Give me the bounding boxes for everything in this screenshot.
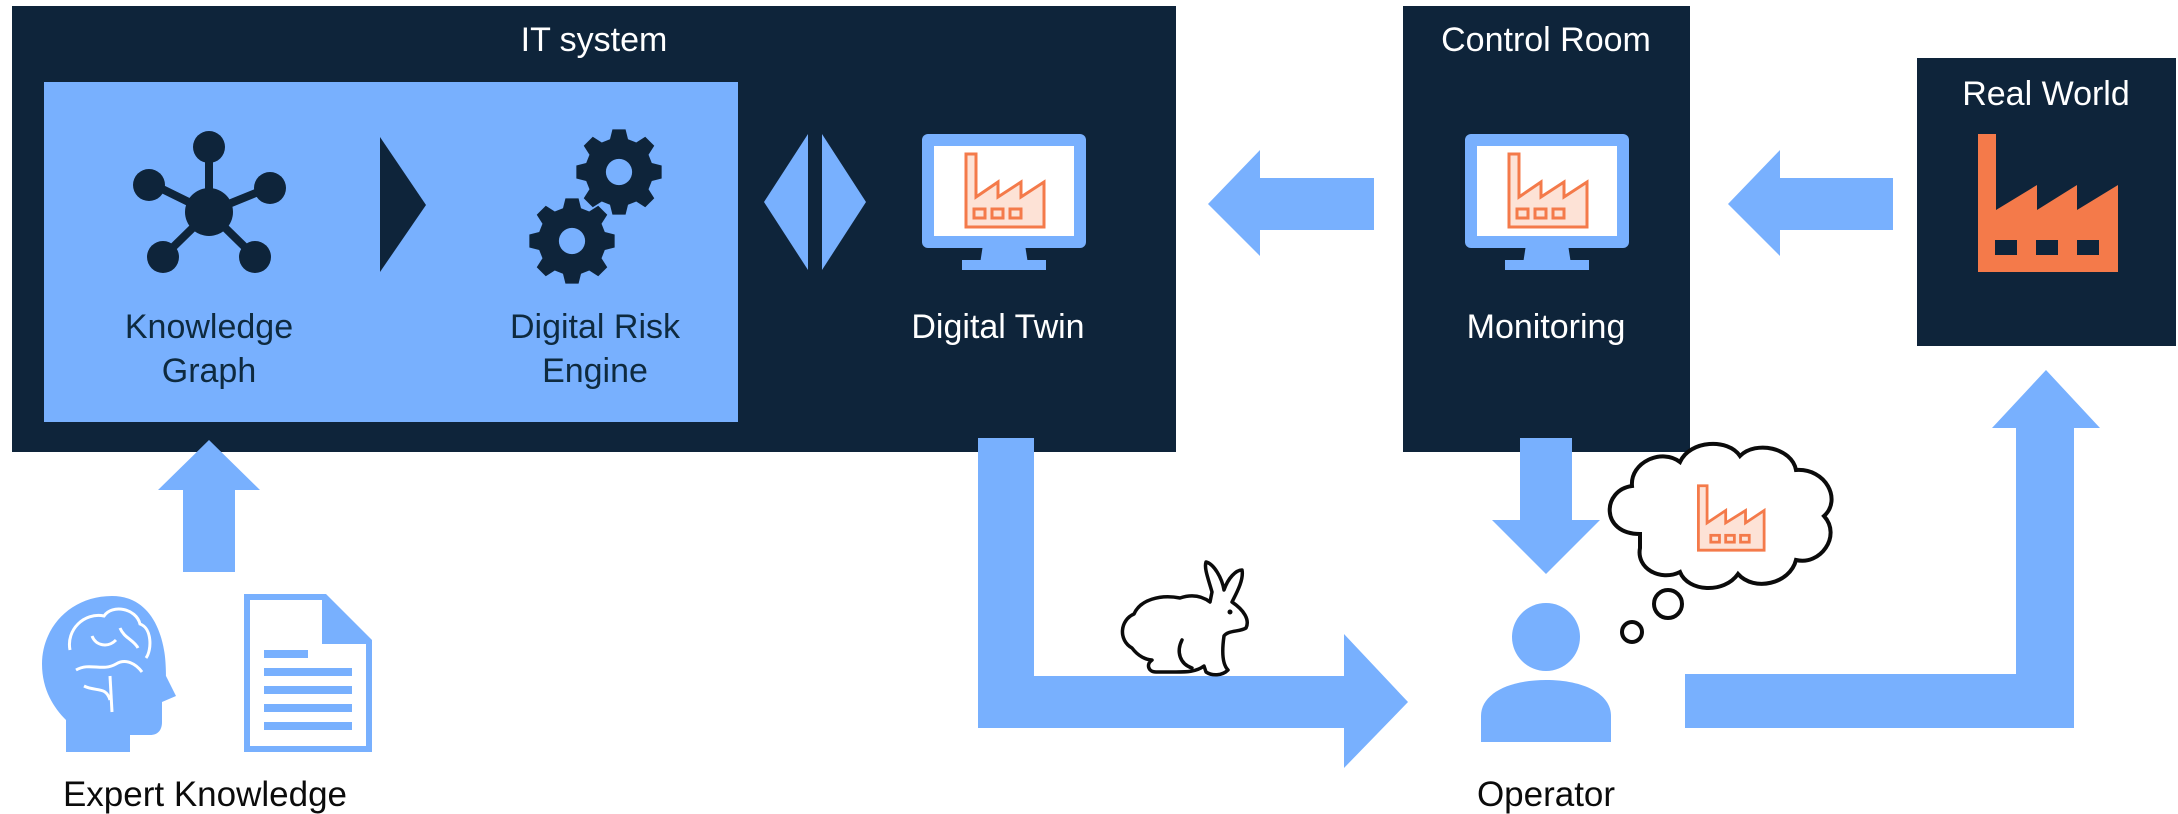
- arrow-operator-to-realworld: [1685, 370, 2100, 728]
- knowledge-graph-label-line1: Knowledge: [125, 308, 293, 346]
- digital-risk-engine-label-line2: Engine: [542, 352, 648, 390]
- arrow-controlroom-to-digitaltwin: [1208, 150, 1374, 256]
- brain-head-icon: [42, 596, 176, 752]
- thought-cloud-icon: [1607, 442, 1834, 644]
- document-icon: [244, 594, 372, 752]
- arrow-realworld-to-controlroom: [1728, 150, 1893, 256]
- knowledge-graph-label-line2: Graph: [162, 352, 257, 390]
- monitoring-label: Monitoring: [1467, 308, 1626, 346]
- control-room-title: Control Room: [1441, 21, 1651, 59]
- real-world-title: Real World: [1962, 75, 2130, 113]
- digital-twin-label: Digital Twin: [911, 308, 1084, 346]
- network-graph-icon: [133, 131, 286, 273]
- flow-triangle-icon: [380, 137, 426, 272]
- arrow-digitaltwin-to-operator: [978, 438, 1408, 768]
- arrow-monitoring-to-operator: [1492, 438, 1600, 574]
- it-system-title: IT system: [521, 21, 668, 59]
- operator-label: Operator: [1477, 775, 1615, 814]
- person-icon: [1481, 603, 1611, 742]
- arrow-expert-to-it-system: [158, 440, 260, 572]
- rabbit-icon: [1120, 560, 1249, 677]
- digital-risk-engine-label-line1: Digital Risk: [510, 308, 681, 346]
- real-world-box: Real World: [1917, 58, 2176, 346]
- expert-knowledge-label: Expert Knowledge: [63, 775, 347, 814]
- factory-icon: [1978, 134, 2118, 272]
- bidirectional-arrow-icon: [764, 134, 866, 270]
